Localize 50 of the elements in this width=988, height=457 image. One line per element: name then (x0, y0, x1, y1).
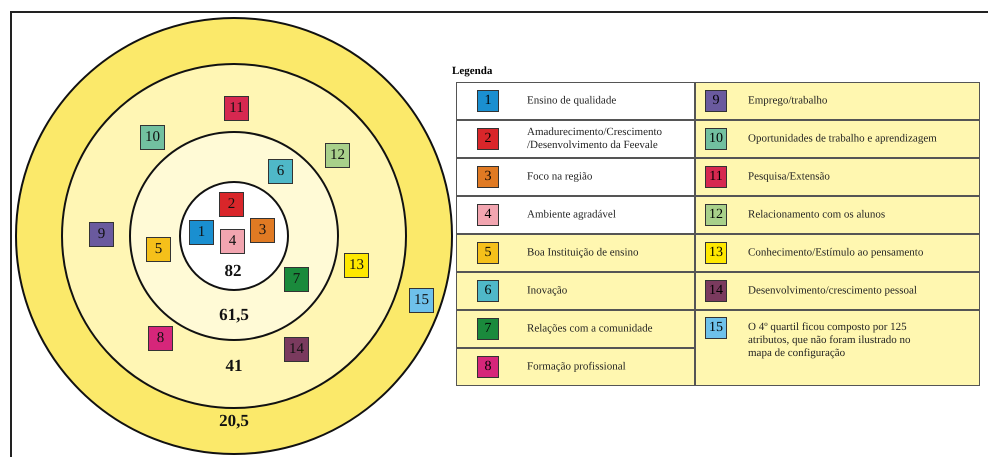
numbered-marker: 8 (148, 326, 173, 351)
legend-label: Foco na região (527, 170, 594, 184)
legend-label: Boa Instituição de ensino (527, 246, 640, 260)
legend-label: Conhecimento/Estímulo ao pensamento (748, 246, 924, 260)
numbered-marker: 12 (325, 143, 350, 168)
ring-value: 20,5 (219, 411, 249, 431)
legend-swatch: 7 (477, 318, 499, 340)
ring-value: 82 (224, 261, 242, 281)
legend-label: Relacionamento com os alunos (748, 208, 886, 222)
numbered-marker: 4 (220, 229, 245, 254)
legend-swatch: 10 (705, 128, 727, 150)
numbered-marker: 5 (146, 237, 171, 262)
legend-label: O 4º quartil ficou composto por 125 atributos, que não foram ilustrado no mapa de configuração (748, 321, 912, 360)
ring-value: 61,5 (219, 305, 249, 325)
legend-label: Ensino de qualidade (527, 94, 618, 108)
numbered-marker: 9 (89, 222, 114, 247)
numbered-marker: 14 (284, 337, 309, 362)
legend-label: Desenvolvimento/crescimento pessoal (748, 284, 918, 298)
legend-label: Amadurecimento/Crescimento /Desenvolvimento da Feevale (527, 126, 664, 152)
legend-swatch: 4 (477, 204, 499, 226)
numbered-marker: 10 (140, 125, 165, 150)
legend-swatch: 14 (705, 280, 727, 302)
numbered-marker: 2 (219, 192, 244, 217)
legend-label: Ambiente agradável (527, 208, 617, 222)
legend-label: Formação profissional (527, 360, 627, 374)
legend-label: Oportunidades de trabalho e aprendizagem (748, 132, 938, 146)
legend-swatch: 13 (705, 242, 727, 264)
legend-swatch: 11 (705, 166, 727, 188)
numbered-marker: 15 (409, 288, 434, 313)
numbered-marker: 7 (284, 267, 309, 292)
ring-value: 41 (226, 356, 242, 376)
legend-swatch: 6 (477, 280, 499, 302)
legend-label: Emprego/trabalho (748, 94, 828, 108)
numbered-marker: 3 (250, 218, 275, 243)
legend-swatch: 8 (477, 356, 499, 378)
legend-swatch: 12 (705, 204, 727, 226)
legend-swatch: 9 (705, 90, 727, 112)
legend-label: Pesquisa/Extensão (748, 170, 831, 184)
numbered-marker: 13 (344, 253, 369, 278)
legend-swatch: 3 (477, 166, 499, 188)
legend-swatch: 5 (477, 242, 499, 264)
numbered-marker: 1 (189, 220, 214, 245)
legend-swatch: 1 (477, 90, 499, 112)
legend-label: Inovação (527, 284, 568, 298)
legend-label: Relações com a comunidade (527, 322, 654, 336)
legend-swatch: 2 (477, 128, 499, 150)
numbered-marker: 11 (224, 96, 249, 121)
legend-swatch: 15 (705, 317, 727, 339)
numbered-marker: 6 (268, 159, 293, 184)
legend-title: Legenda (452, 65, 492, 77)
